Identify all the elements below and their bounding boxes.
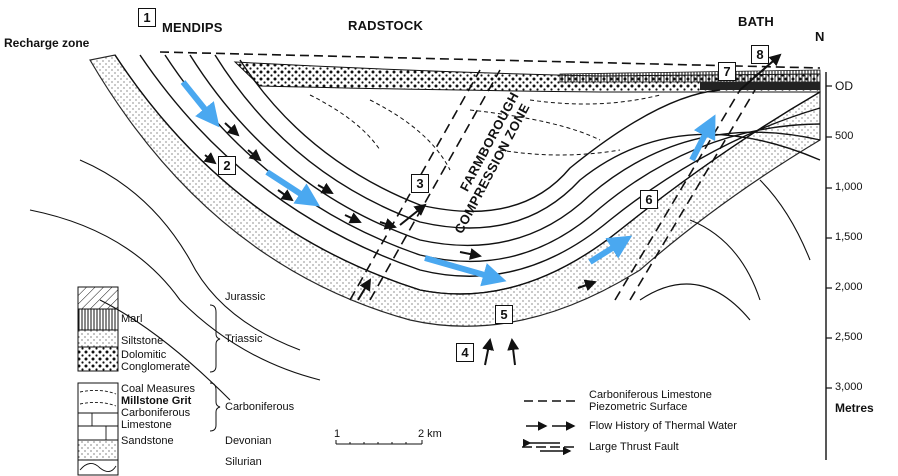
depth-tick-500: 500 (835, 130, 854, 142)
coal-measure-lines (309, 94, 661, 171)
radstock-label: RADSTOCK (348, 18, 424, 33)
station-3-box: 3 (411, 174, 429, 193)
period-silurian: Silurian (225, 456, 262, 468)
station-2-box: 2 (218, 156, 236, 175)
recharge-zone-label: Recharge zone (4, 36, 90, 50)
legend-swatches (77, 286, 119, 476)
bath-fault (614, 89, 756, 301)
period-carboniferous: Carboniferous (225, 401, 295, 413)
legend-piezometric-line-1: Carboniferous Limestone (589, 389, 712, 401)
legend-limestone: Limestone (121, 419, 172, 431)
north-label: N (815, 29, 825, 44)
thermal-flow-arrows (203, 53, 782, 366)
depth-tick-1000: 1,000 (835, 181, 863, 193)
depth-tick-2000: 2,000 (835, 281, 863, 293)
piezometric-surface-line (159, 51, 821, 69)
station-1-box: 1 (138, 8, 156, 27)
legend-marl: Marl (121, 313, 143, 325)
legend-millstone-grit: Millstone Grit (121, 395, 192, 407)
station-4-box: 4 (456, 343, 474, 362)
legend-thrust-fault: Large Thrust Fault (589, 441, 679, 453)
bath-label: BATH (738, 14, 774, 29)
station-6-box: 6 (640, 190, 658, 209)
mendips-label: MENDIPS (162, 20, 223, 35)
legend-piezometric-line-2: Piezometric Surface (589, 401, 688, 413)
scale-bar (335, 440, 423, 445)
scale-bar-end: 2 km (418, 428, 442, 440)
legend-swatch-details (78, 389, 118, 472)
legend-dolomitic: Dolomitic (121, 349, 167, 361)
legend-flow-history: Flow History of Thermal Water (589, 420, 737, 432)
depth-axis-ticks (826, 85, 832, 389)
legend-coal-measures: Coal Measures (121, 383, 195, 395)
legend-sandstone: Sandstone (121, 435, 174, 447)
legend-carboniferous: Carboniferous (121, 407, 191, 419)
scale-bar-start: 1 (334, 428, 341, 440)
blue-flow-arrows (180, 80, 716, 287)
period-jurassic: Jurassic (225, 291, 266, 303)
depth-tick-od: OD (835, 79, 853, 93)
period-devonian: Devonian (225, 435, 272, 447)
silurian-contours (29, 159, 811, 401)
station-7-box: 7 (718, 62, 736, 81)
station-8-box: 8 (751, 45, 769, 64)
legend-thrust-symbol (522, 438, 578, 456)
depth-tick-2500: 2,500 (835, 331, 863, 343)
legend-conglomerate: Conglomerate (121, 361, 191, 373)
sandstone-band (89, 54, 821, 327)
dark-layer (700, 82, 820, 90)
legend-siltstone: Siltstone (121, 335, 164, 347)
depth-tick-3000: 3,000 (835, 381, 863, 393)
legend-braces (209, 304, 221, 432)
station-5-box: 5 (495, 305, 513, 324)
period-triassic: Triassic (225, 333, 263, 345)
marl-layer (559, 69, 821, 83)
depth-tick-1500: 1,500 (835, 231, 863, 243)
depth-axis-unit: Metres (835, 401, 874, 415)
